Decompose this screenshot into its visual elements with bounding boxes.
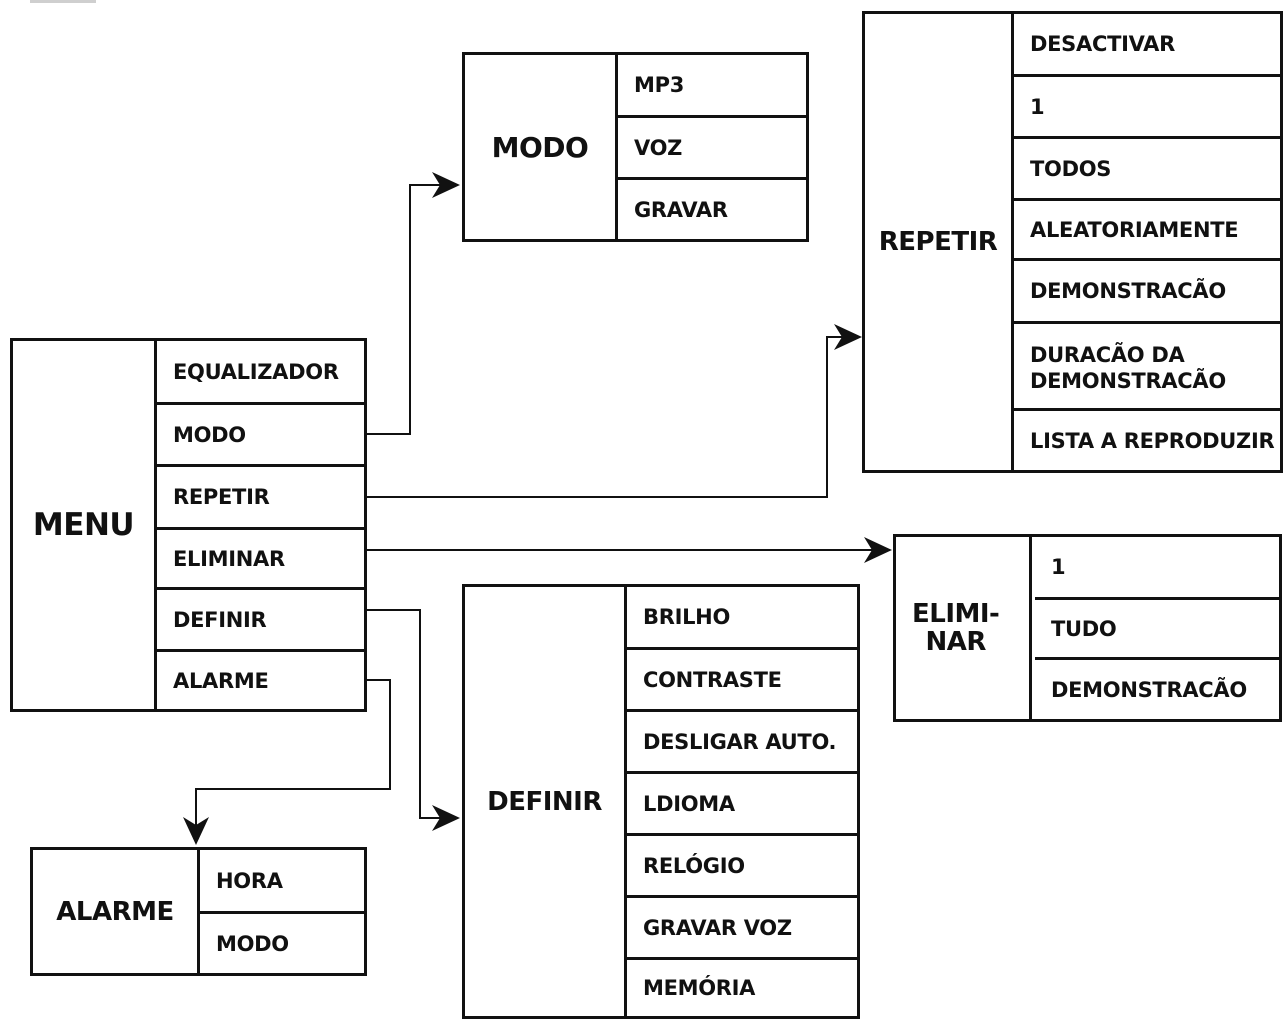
eliminar-items: 1 TUDO DEMONSTRACÃO bbox=[1035, 537, 1279, 719]
arrow-menu-to-definir bbox=[365, 609, 458, 819]
repetir-item-separator bbox=[1014, 408, 1280, 411]
repetir-title: REPETIR bbox=[865, 14, 1014, 470]
menu-item-modo: MODO bbox=[157, 405, 364, 467]
eliminar-item-demonstracao: DEMONSTRACÃO bbox=[1051, 677, 1247, 702]
eliminar-box: ELIMI- NAR 1 TUDO DEMONSTRACÃO bbox=[893, 534, 1282, 722]
definir-item-gravar-voz: GRAVAR VOZ bbox=[627, 898, 857, 960]
definir-title: DEFINIR bbox=[465, 587, 627, 1016]
repetir-item-1: 1 bbox=[1014, 77, 1280, 139]
definir-items: BRILHO CONTRASTE DESLIGAR AUTO. LDIOMA R… bbox=[627, 587, 857, 1016]
top-left-mark bbox=[30, 0, 96, 3]
repetir-item-aleatoriamente: ALEATORIAMENTE bbox=[1014, 201, 1280, 261]
arrowhead-alarme bbox=[183, 817, 209, 845]
definir-item-brilho: BRILHO bbox=[627, 587, 857, 650]
repetir-item-duracao-da-demonstracao: DURACÃO DA DEMONSTRACÃO bbox=[1030, 342, 1226, 393]
arrow-menu-to-repetir bbox=[365, 336, 860, 498]
repetir-item-desactivar: DESACTIVAR bbox=[1014, 14, 1280, 77]
repetir-item-demonstracao: DEMONSTRACÃO bbox=[1014, 261, 1280, 324]
definir-item-contraste: CONTRASTE bbox=[627, 650, 857, 712]
definir-item-memoria: MEMÓRIA bbox=[643, 976, 756, 1000]
arrowhead-definir bbox=[432, 805, 460, 831]
eliminar-item-tudo: TUDO bbox=[1035, 600, 1279, 660]
menu-item-repetir: REPETIR bbox=[157, 467, 364, 530]
alarme-item-hora: HORA bbox=[200, 850, 364, 914]
menu-title: MENU bbox=[13, 341, 157, 709]
definir-item-relogio: RELÓGIO bbox=[627, 836, 857, 898]
repetir-item-lista-a-reproduzir: LISTA A REPRODUZIR bbox=[1030, 428, 1275, 453]
repetir-box: REPETIR DESACTIVAR 1 TODOS ALEATORIAMENT… bbox=[862, 11, 1283, 473]
modo-items: MP3 VOZ GRAVAR bbox=[618, 55, 806, 239]
modo-box: MODO MP3 VOZ GRAVAR bbox=[462, 52, 809, 242]
arrowhead-repetir bbox=[834, 324, 862, 350]
menu-item-definir: DEFINIR bbox=[157, 590, 364, 652]
eliminar-item-1: 1 bbox=[1035, 537, 1279, 600]
repetir-item-todos: TODOS bbox=[1014, 139, 1280, 201]
modo-title: MODO bbox=[465, 55, 618, 239]
arrow-menu-to-modo bbox=[365, 184, 458, 435]
definir-box: DEFINIR BRILHO CONTRASTE DESLIGAR AUTO. … bbox=[462, 584, 860, 1019]
alarme-box: ALARME HORA MODO bbox=[30, 847, 367, 976]
menu-item-equalizador: EQUALIZADOR bbox=[157, 341, 364, 405]
modo-item-mp3: MP3 bbox=[618, 55, 806, 118]
arrow-menu-to-alarme bbox=[195, 679, 391, 843]
definir-item-ldioma: LDIOMA bbox=[627, 774, 857, 836]
menu-item-alarme: ALARME bbox=[173, 668, 269, 693]
menu-items: EQUALIZADOR MODO REPETIR ELIMINAR DEFINI… bbox=[157, 341, 364, 709]
alarme-title: ALARME bbox=[33, 850, 200, 973]
menu-item-eliminar: ELIMINAR bbox=[157, 530, 364, 590]
menu-box: MENU EQUALIZADOR MODO REPETIR ELIMINAR D… bbox=[10, 338, 367, 712]
alarme-item-modo: MODO bbox=[216, 931, 289, 956]
modo-item-voz: VOZ bbox=[618, 118, 806, 180]
modo-item-gravar: GRAVAR bbox=[634, 197, 728, 222]
alarme-items: HORA MODO bbox=[200, 850, 364, 973]
arrowhead-modo bbox=[432, 172, 460, 198]
eliminar-title: ELIMI- NAR bbox=[896, 537, 1032, 719]
definir-item-desligar-auto: DESLIGAR AUTO. bbox=[627, 712, 857, 774]
repetir-items: DESACTIVAR 1 TODOS ALEATORIAMENTE DEMONS… bbox=[1014, 14, 1280, 470]
arrowhead-eliminar bbox=[864, 537, 892, 563]
